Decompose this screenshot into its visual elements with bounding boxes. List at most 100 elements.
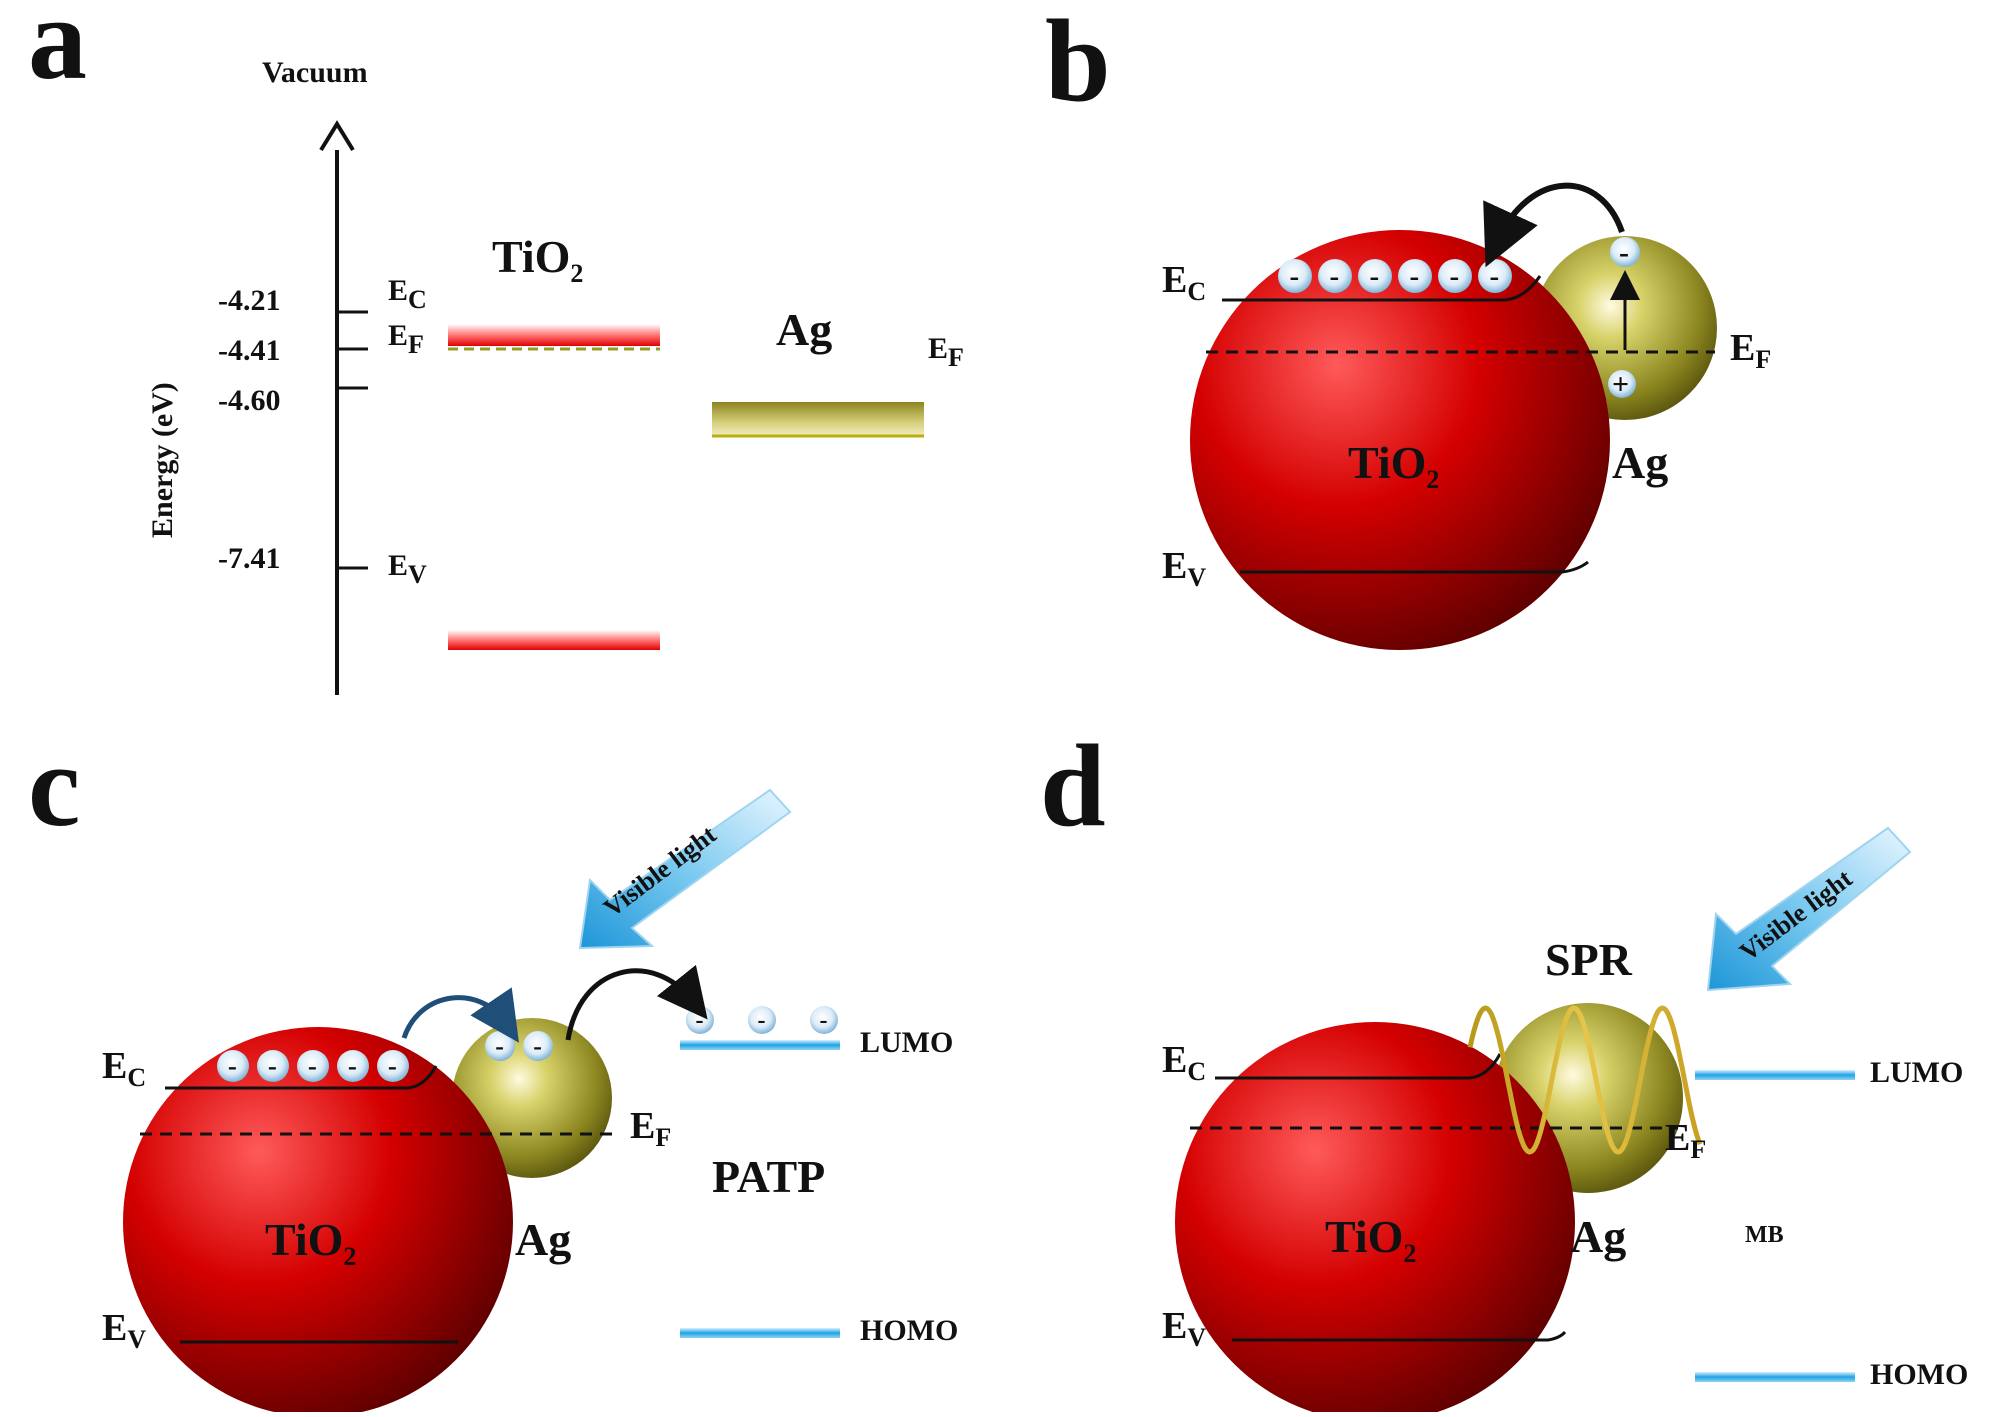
tick-label-421: -4.21 [218,284,281,317]
svg-text:+: + [1612,368,1629,401]
electron: - [297,1050,329,1082]
tio2-conduction-band [448,324,660,346]
tio2-particle-b [1190,230,1610,650]
electron: - [1478,259,1512,293]
homo-level-d [1695,1372,1855,1382]
ag-fermi-band [712,402,924,436]
ec-label-d: EC [1162,1039,1206,1086]
ec-label-c: EC [102,1045,146,1092]
visible-light-arrow-c: Visible light [578,788,792,950]
conduction-band-edge-c [165,1065,438,1090]
svg-text:-: - [268,1051,277,1081]
lumo-level-c [680,1040,840,1050]
electron-row-c: ----- [217,1050,409,1082]
homo-label-c: HOMO [860,1314,958,1347]
valence-band-edge-d [1232,1330,1567,1342]
vacuum-label: Vacuum [262,56,368,89]
svg-text:-: - [1370,260,1380,292]
transfer-arrow-tio2-ag-c [401,987,520,1043]
ev-label-b: EV [1162,545,1206,592]
svg-text:-: - [495,1031,504,1060]
svg-text:-: - [1410,260,1420,292]
tio2-label-b: TiO2 [1348,437,1439,494]
svg-text:-: - [228,1051,237,1081]
electron: - [523,1031,553,1061]
tio2-label-d: TiO2 [1325,1211,1416,1268]
transfer-arrow-ag-lumo-c [565,964,708,1041]
electron: - [748,1006,776,1034]
panel-letter-c: c [28,720,80,851]
panel-letter-d: d [1040,720,1106,851]
electron: - [337,1050,369,1082]
homo-label-d: HOMO [1870,1358,1968,1391]
electron: - [485,1031,515,1061]
spr-wave-d [1467,1005,1703,1155]
lumo-label-d: LUMO [1870,1056,1963,1089]
tick-label-441: -4.41 [218,334,281,367]
tick-label-460: -4.60 [218,384,281,417]
ag-hole-b: + [1608,368,1636,401]
tick-label-741: -7.41 [218,542,281,575]
lumo-electrons-c: --- [686,1006,838,1034]
svg-text:-: - [1290,260,1300,292]
svg-text:-: - [388,1051,397,1081]
electron: - [217,1050,249,1082]
ef-label-d: EF [1665,1117,1706,1164]
tio2-label-a: TiO2 [492,231,583,288]
homo-level-c [680,1328,840,1338]
svg-text:-: - [533,1031,542,1060]
electron: - [1438,259,1472,293]
panel-letter-b: b [1045,0,1111,126]
ag-label-c: Ag [515,1214,571,1265]
electron: - [1398,259,1432,293]
ef-label-c: EF [630,1105,671,1152]
ef-label-b: EF [1730,327,1771,374]
tio2-valence-band [448,630,660,650]
valence-band-edge-b [1240,560,1589,574]
electron: - [810,1006,838,1034]
svg-text:-: - [820,1008,828,1034]
ag-electron-b: - [1610,236,1640,269]
ag-ef-label-a: EF [928,332,964,372]
ag-label-b: Ag [1612,437,1668,488]
tio2-label-c: TiO2 [265,1214,356,1271]
conduction-band-edge-b [1222,275,1542,302]
electron: - [377,1050,409,1082]
panel-letter-a: a [28,0,87,104]
electron-row-b: ------ [1278,259,1512,293]
svg-text:Visible light: Visible light [1734,864,1858,967]
svg-text:-: - [1490,260,1500,292]
svg-text:-: - [758,1008,766,1034]
svg-text:-: - [1619,236,1629,269]
lumo-level-d [1695,1070,1855,1080]
svg-text:-: - [696,1008,704,1034]
panel-c: c ----- -- --- Visible light LUMO HOMO P… [28,720,958,1417]
ef-label-a: EF [388,319,424,359]
tio2-particle-d [1175,1022,1575,1417]
electron: - [1358,259,1392,293]
energy-axis-arrowhead [319,120,355,152]
molecule-label-d: MB [1745,1222,1784,1248]
svg-text:-: - [308,1051,317,1081]
panel-a: a Vacuum Energy (eV) -4.21 -4.41 -4.60 -… [28,0,964,695]
transfer-arrow-b [1483,182,1625,268]
electron: - [1278,259,1312,293]
molecule-label-c: PATP [712,1151,825,1202]
conduction-band-edge-d [1215,1053,1502,1080]
ev-label-d: EV [1162,1305,1206,1352]
svg-text:-: - [348,1051,357,1081]
panel-d: d SPR Visible light LUMO HOMO MB EC EF E… [1040,720,1968,1417]
lumo-label-c: LUMO [860,1026,953,1059]
panel-b: b ------ - + EC EF EV TiO2 Ag [1045,0,1771,650]
energy-axis-label: Energy (eV) [146,382,179,538]
svg-text:-: - [1330,260,1340,292]
visible-light-arrow-d: Visible light [1706,826,1912,992]
ev-label-c: EV [102,1307,146,1354]
svg-text:-: - [1450,260,1460,292]
electron: - [686,1006,714,1034]
ec-label-b: EC [1162,259,1206,306]
tio2-particle-c [123,1027,513,1417]
ag-label-d: Ag [1570,1211,1626,1262]
